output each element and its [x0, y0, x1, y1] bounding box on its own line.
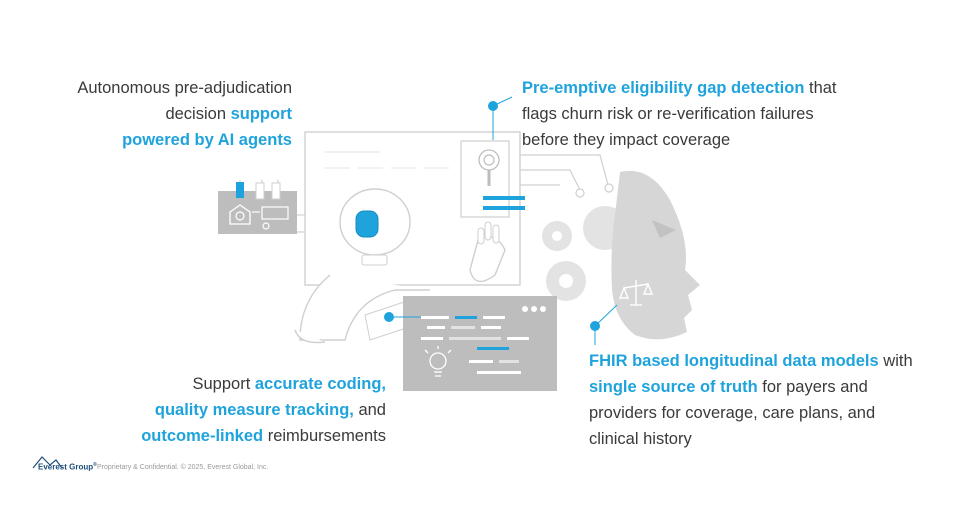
callout-line: Autonomous pre-adjudication: [77, 79, 292, 97]
callout-line: before they impact coverage: [522, 131, 731, 149]
callout-line: powered by AI agents: [122, 131, 292, 149]
robot: [294, 188, 506, 344]
scales-icon: [618, 280, 654, 306]
circuit-node: [575, 188, 585, 198]
everest-group-logo: Everest Group®: [38, 462, 97, 472]
id-card: [460, 140, 525, 218]
callout-ai-agents: Autonomous pre-adjudication decision sup…: [30, 75, 292, 153]
callout-coding: Support accurate coding, quality measure…: [60, 371, 386, 449]
callout-line: single source of truth for payers and: [589, 378, 868, 396]
lock-panel: [218, 182, 297, 234]
head-silhouette: [611, 170, 700, 340]
callout-line: clinical history: [589, 430, 692, 448]
callout-fhir: FHIR based longitudinal data models with…: [589, 348, 969, 452]
code-panel: [403, 296, 557, 391]
callout-line: outcome-linked reimbursements: [141, 427, 386, 445]
callout-eligibility-gap: Pre-emptive eligibility gap detection th…: [522, 75, 942, 153]
callout-line: flags churn risk or re-verification fail…: [522, 105, 814, 123]
callout-line: Support accurate coding,: [192, 375, 387, 393]
callout-line: Pre-emptive eligibility gap detection th…: [522, 79, 837, 97]
lightbulb-icon: [424, 346, 452, 377]
callout-line: FHIR based longitudinal data models with: [589, 352, 913, 370]
footer-legal: Proprietary & Confidential. © 2025, Ever…: [97, 464, 269, 471]
callout-line: providers for coverage, care plans, and: [589, 404, 876, 422]
callout-line: decision support: [165, 105, 292, 123]
everest-logo-icon: [32, 456, 63, 469]
circuit-node: [604, 183, 614, 193]
callout-line: quality measure tracking, and: [154, 401, 386, 419]
